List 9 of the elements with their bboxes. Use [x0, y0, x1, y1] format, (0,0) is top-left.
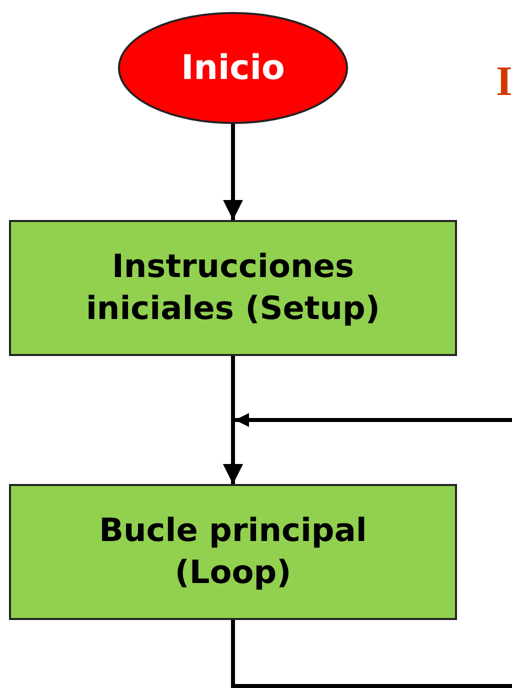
node-text: Instrucciones iniciales (Setup)	[84, 246, 382, 329]
start-ellipse	[118, 12, 348, 124]
arrow	[223, 413, 512, 688]
arrow	[223, 124, 243, 220]
node-text: Bucle principal (Loop)	[98, 510, 368, 593]
process-box	[9, 220, 457, 356]
node-text: Inicio	[181, 46, 285, 90]
heading-text: I	[496, 58, 512, 106]
process-box	[9, 484, 457, 620]
